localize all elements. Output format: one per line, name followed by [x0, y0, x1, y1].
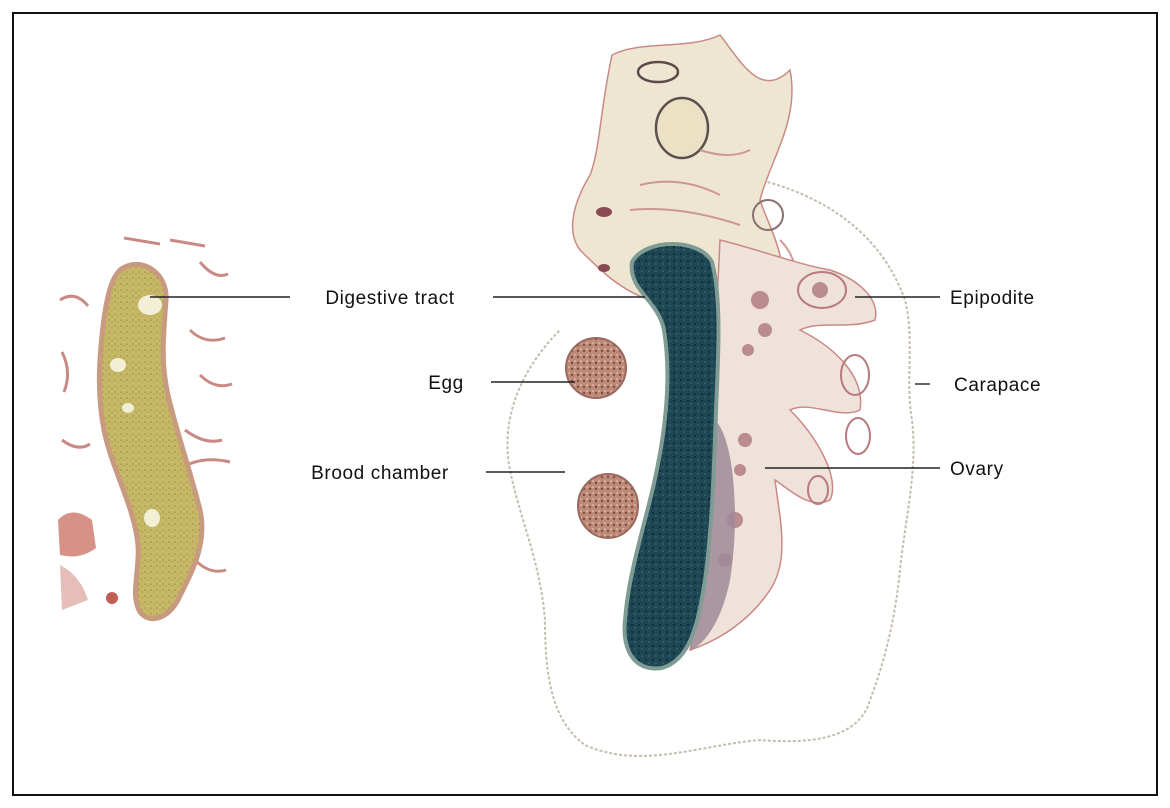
- label-ovary: Ovary: [950, 459, 1004, 480]
- egg-upper: [566, 338, 626, 398]
- label-egg: Egg: [428, 373, 464, 394]
- label-digestive-tract: Digestive tract: [325, 288, 454, 309]
- label-carapace: Carapace: [954, 375, 1041, 396]
- label-brood-chamber: Brood chamber: [311, 463, 449, 484]
- left-section: [57, 237, 233, 629]
- label-epipodite: Epipodite: [950, 288, 1035, 309]
- right-section: [507, 35, 913, 756]
- egg-lower: [578, 474, 638, 538]
